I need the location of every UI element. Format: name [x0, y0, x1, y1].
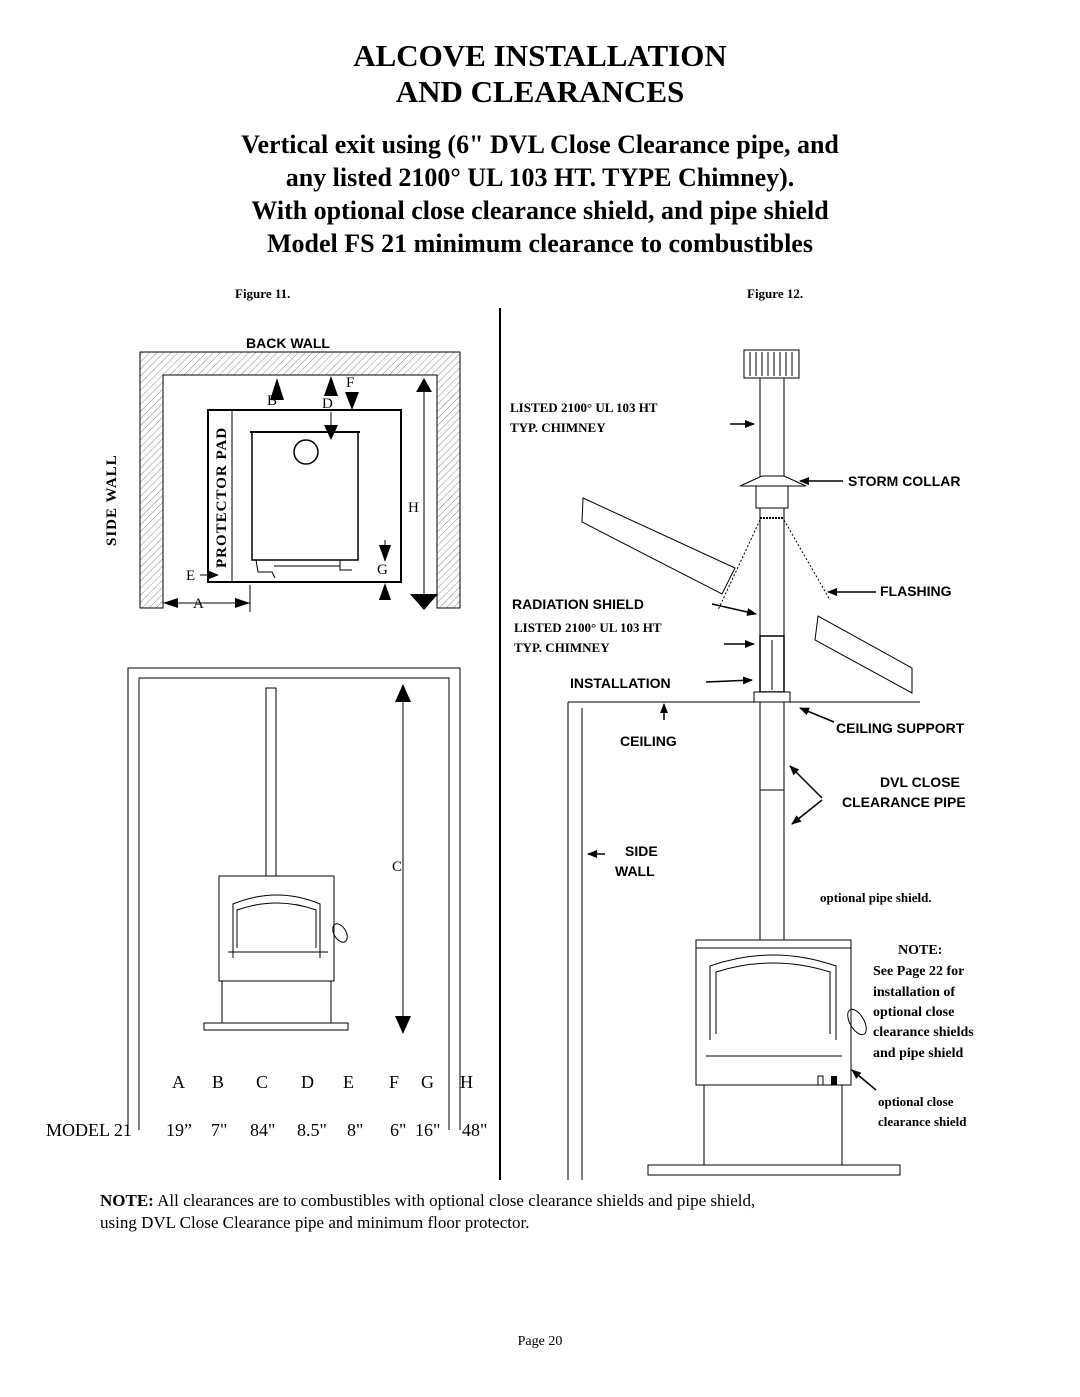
storm-collar-label: STORM COLLAR [848, 473, 961, 489]
chimney-top-label-line2: TYP. CHIMNEY [510, 420, 606, 435]
table-value-f: 6" [390, 1120, 407, 1140]
side-wall-label-line1: SIDE [625, 843, 658, 859]
note-line1: See Page 22 for [873, 964, 965, 979]
table-header-g: G [421, 1072, 434, 1092]
back-wall-label: BACK WALL [246, 335, 330, 351]
dvl-close-label-line2: CLEARANCE PIPE [842, 794, 966, 810]
note-line5: and pipe shield [873, 1046, 964, 1061]
dim-f-label: F [346, 375, 355, 391]
chimney-low-label-line2: TYP. CHIMNEY [514, 640, 610, 655]
ceiling-label: CEILING [620, 733, 677, 749]
page-number: Page 20 [517, 1334, 563, 1349]
table-value-e: 8" [347, 1120, 364, 1140]
table-value-a: 19” [166, 1120, 192, 1140]
table-model-label: MODEL 21 [46, 1120, 132, 1140]
side-wall-label-line2: WALL [615, 863, 655, 879]
footer-note-label: NOTE: [100, 1191, 154, 1210]
table-header-h: H [460, 1072, 473, 1092]
pipe-shield-label: optional pipe shield. [820, 890, 932, 905]
subtitle-line1: Vertical exit using (6" DVL Close Cleara… [241, 130, 839, 159]
note-line2: installation of [873, 985, 956, 1000]
protector-pad-label: PROTECTOR PAD [214, 426, 230, 568]
table-value-h: 48" [462, 1120, 488, 1140]
page-title-line2: AND CLEARANCES [395, 74, 685, 109]
footer-note-line1: All clearances are to combustibles with … [157, 1191, 756, 1210]
table-header-d: D [301, 1072, 314, 1092]
table-header-c: C [256, 1072, 269, 1092]
table-value-d: 8.5" [297, 1120, 327, 1140]
table-header-a: A [172, 1072, 185, 1092]
figure12-cross-section [567, 349, 920, 1180]
radiation-shield-label: RADIATION SHIELD [512, 596, 644, 612]
footer-note: NOTE: All clearances are to combustibles… [100, 1190, 1000, 1211]
flashing-label: FLASHING [880, 583, 952, 599]
side-wall-label: SIDE WALL [104, 454, 120, 546]
note-line3: optional close [873, 1005, 955, 1020]
dvl-close-label-line1: DVL CLOSE [880, 774, 960, 790]
footer-note-line2: using DVL Close Clearance pipe and minim… [100, 1213, 530, 1232]
dim-c-label: C [392, 859, 403, 875]
close-shield-label-line1: optional close [878, 1094, 954, 1109]
dim-e-label: E [186, 568, 196, 584]
dim-g-label: G [377, 562, 388, 578]
subtitle-line4: Model FS 21 minimum clearance to combust… [267, 229, 813, 258]
table-header-e: E [343, 1072, 354, 1092]
table-value-c: 84" [250, 1120, 276, 1140]
table-header-f: F [389, 1072, 400, 1092]
installation-label: INSTALLATION [570, 675, 671, 691]
subtitle-line3: With optional close clearance shield, an… [251, 196, 829, 225]
figure11-elevation-view [127, 667, 461, 1130]
table-value-b: 7" [211, 1120, 228, 1140]
chimney-top-label-line1: LISTED 2100° UL 103 HT [510, 400, 658, 415]
dim-h-label: H [408, 500, 419, 516]
figure11-plan-view [139, 351, 461, 612]
dim-a-label: A [193, 596, 204, 612]
subtitle-line2: any listed 2100° UL 103 HT. TYPE Chimney… [285, 163, 795, 192]
ceiling-support-label: CEILING SUPPORT [836, 720, 965, 736]
figure12-caption: Figure 12. [747, 286, 804, 301]
figure11-caption: Figure 11. [235, 286, 291, 301]
close-shield-label-line2: clearance shield [878, 1114, 967, 1129]
table-header-b: B [212, 1072, 225, 1092]
page-title-line1: ALCOVE INSTALLATION [353, 38, 727, 73]
chimney-low-label-line1: LISTED 2100° UL 103 HT [514, 620, 662, 635]
note-line4: clearance shields [873, 1025, 974, 1040]
note-title: NOTE: [898, 943, 943, 958]
dim-b-label: B [267, 393, 278, 409]
dim-d-label: D [322, 396, 333, 412]
table-value-g: 16" [415, 1120, 441, 1140]
